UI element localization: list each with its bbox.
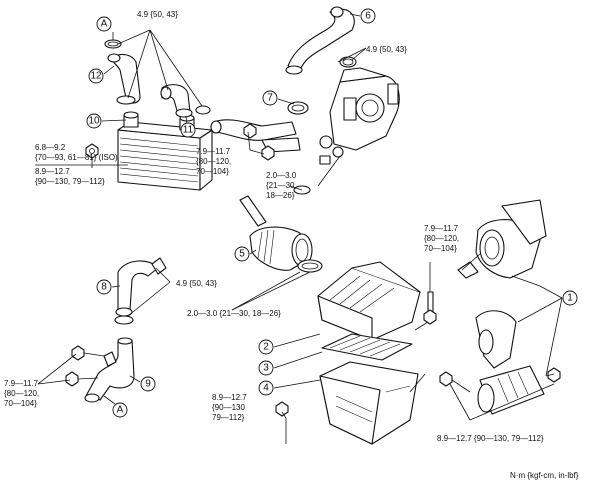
charge-pipe [210, 119, 301, 161]
callout-10: 10 [86, 113, 102, 129]
callout-4: 4 [258, 380, 274, 396]
label-1: 1 [567, 293, 573, 304]
label-3: 3 [263, 363, 269, 374]
callout-6: 6 [360, 8, 376, 24]
label-7: 7 [267, 93, 273, 104]
callout-7: 7 [262, 90, 278, 106]
callout-8: 8 [96, 279, 112, 295]
small-tube [239, 185, 311, 227]
torque-cleaner-bolt-line1: 7.9—11.7 [424, 224, 459, 233]
torque-bottom-right: 8.9—12.7 {90—130, 79—112} [437, 434, 544, 443]
torque-cleaner-bolt-line2: {80—120, [424, 234, 459, 243]
callout-5: 5 [234, 246, 250, 262]
clamp-7 [287, 101, 309, 115]
torque-cooler-line2: {70—93, 61—81} (ISO) [35, 153, 118, 162]
torque-lower-left-line2: {80—120, [4, 389, 39, 398]
torque-top-right: 4.9 {50, 43} [366, 45, 407, 54]
units-label: N·m {kgf-cm, in-lbf} [510, 471, 579, 480]
clamp-8 [114, 315, 134, 325]
callout-2: 2 [258, 339, 274, 355]
label-A-bottom: A [117, 405, 124, 416]
torque-top-left: 4.9 {50, 43} [137, 10, 178, 19]
label-8: 8 [101, 282, 107, 293]
resonator-lower-1 [475, 310, 545, 415]
torque-case-line2: {90—130 [212, 403, 245, 412]
callout-9: 9 [140, 376, 156, 392]
pipe-9 [84, 337, 135, 403]
leader-lines [37, 13, 563, 444]
torque-lower-left-line1: 7.9—11.7 [4, 379, 39, 388]
hose-8 [115, 257, 167, 317]
torque-cooler-line1: 6.8—9.2 [35, 143, 66, 152]
torque-cooler-line4: {90—130, 79—112} [35, 177, 105, 186]
callout-12: 12 [88, 68, 104, 84]
torque-case-line1: 8.9—12.7 [212, 393, 247, 402]
hose-11 [160, 84, 211, 118]
intake-elbow-5 [249, 226, 313, 271]
lower-left-bolts [65, 345, 105, 387]
label-11: 11 [183, 125, 194, 136]
callout-1: 1 [562, 290, 578, 306]
torque-lower-left-line3: 70—104} [4, 399, 37, 408]
torque-cooler-line3: 8.9—12.7 [35, 167, 70, 176]
callout-A-top: A [96, 16, 112, 32]
callout-3: 3 [258, 360, 274, 376]
callout-A-bottom: A [112, 402, 128, 418]
air-cleaner-cover-2 [317, 261, 421, 341]
label-2: 2 [263, 342, 269, 353]
air-cleaner-case-4 [319, 361, 419, 445]
callout-11: 11 [180, 122, 196, 138]
torque-cleaner-bolt-line3: 70—104} [424, 244, 457, 253]
label-10: 10 [88, 116, 100, 127]
label-9: 9 [145, 379, 151, 390]
torque-clamp-line2: {21—30, [266, 181, 297, 190]
torque-clamp-line1: 2.0—3.0 [266, 171, 297, 180]
torque-clamp-line3: 18—26} [266, 191, 295, 200]
case-bolt [275, 401, 289, 417]
label-12: 12 [90, 71, 102, 82]
hose-6 [285, 6, 355, 75]
label-5: 5 [239, 249, 245, 260]
torque-case-line3: 79—112} [212, 413, 245, 422]
small-clamps [319, 135, 344, 165]
torque-bracket-line1: 7.9—11.7 [196, 147, 231, 156]
label-4: 4 [263, 383, 269, 394]
hose-12 [107, 53, 141, 105]
throttle-body [329, 67, 400, 151]
label-6: 6 [365, 11, 371, 22]
torque-duct-clamp: 2.0—3.0 {21—30, 18—26} [187, 309, 281, 318]
cleaner-bolt [423, 291, 437, 325]
torque-mid-right: 4.9 {50, 43} [176, 279, 217, 288]
torque-bracket-line2: {80—120, [196, 157, 231, 166]
resonator-bolts [439, 367, 561, 393]
torque-bracket-line3: 70—104} [196, 167, 229, 176]
air-filter-3 [321, 333, 413, 361]
label-A-top: A [101, 19, 108, 30]
clamp-5 [297, 259, 323, 273]
resonator-upper-1 [457, 199, 547, 279]
